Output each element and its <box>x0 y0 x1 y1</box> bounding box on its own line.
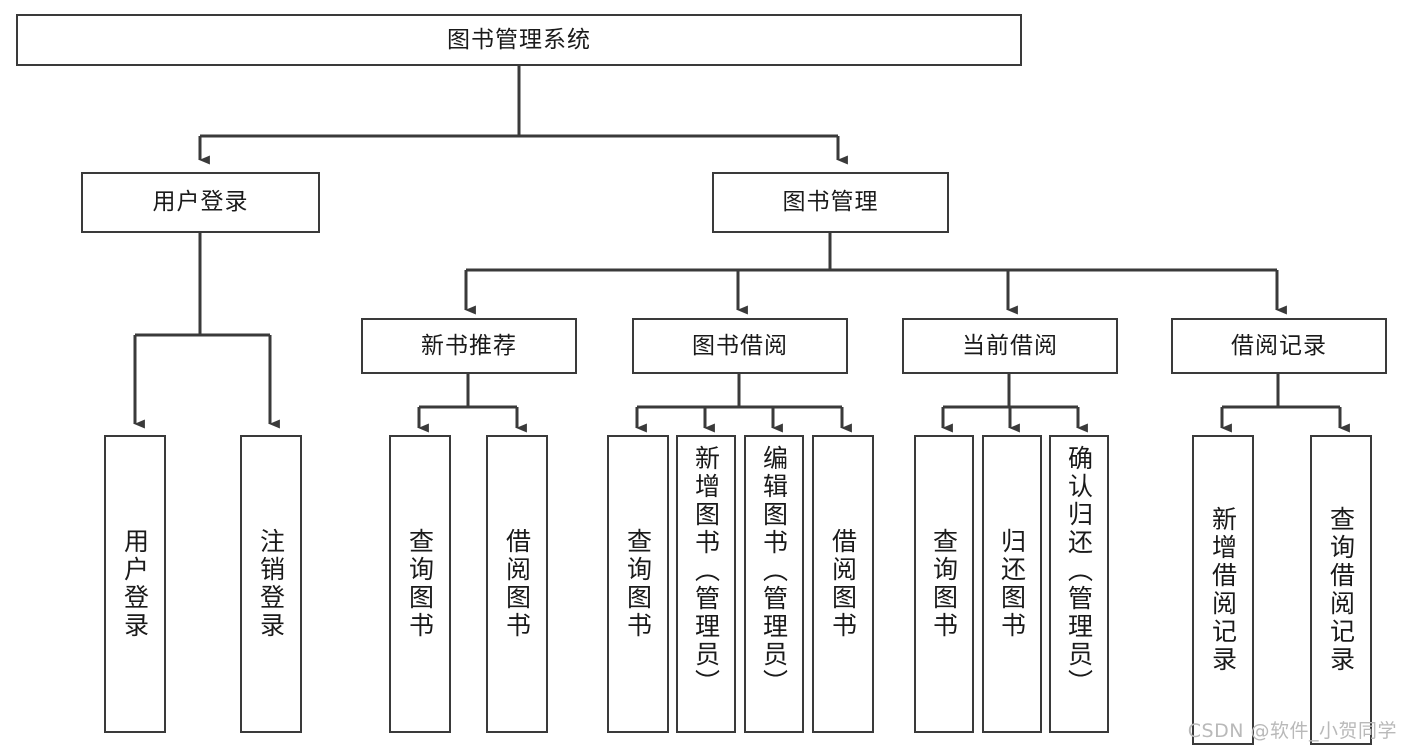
leaf-query-book-1-label: 查询图书 <box>405 528 435 640</box>
leaf-confirm-return-label: 确认归还（管理员） <box>1064 445 1094 697</box>
node-book-borrow-label: 图书借阅 <box>692 332 788 359</box>
node-current-borrow-label: 当前借阅 <box>962 332 1058 359</box>
node-user-login-label: 用户登录 <box>152 189 249 216</box>
leaf-query-book-2[interactable]: 查询图书 <box>607 435 669 733</box>
leaf-add-record[interactable]: 新增借阅记录 <box>1192 435 1254 745</box>
node-root[interactable]: 图书管理系统 <box>16 14 1022 66</box>
node-new-book-recommend-label: 新书推荐 <box>421 332 517 359</box>
leaf-edit-book-label: 编辑图书（管理员） <box>759 445 789 697</box>
leaf-user-logout[interactable]: 注销登录 <box>240 435 302 733</box>
leaf-query-book-3-label: 查询图书 <box>929 528 959 640</box>
node-root-label: 图书管理系统 <box>447 26 591 53</box>
node-borrow-record-label: 借阅记录 <box>1231 332 1327 359</box>
node-current-borrow[interactable]: 当前借阅 <box>902 318 1118 374</box>
leaf-query-book-2-label: 查询图书 <box>623 528 653 640</box>
node-borrow-record[interactable]: 借阅记录 <box>1171 318 1387 374</box>
leaf-borrow-book-1-label: 借阅图书 <box>502 528 532 640</box>
leaf-user-login[interactable]: 用户登录 <box>104 435 166 733</box>
node-book-manage[interactable]: 图书管理 <box>712 172 949 233</box>
node-book-manage-label: 图书管理 <box>782 189 879 216</box>
node-book-borrow[interactable]: 图书借阅 <box>632 318 848 374</box>
leaf-return-book-label: 归还图书 <box>997 528 1027 640</box>
node-new-book-recommend[interactable]: 新书推荐 <box>361 318 577 374</box>
leaf-add-book-label: 新增图书（管理员） <box>691 445 721 697</box>
leaf-borrow-book-2[interactable]: 借阅图书 <box>812 435 874 733</box>
leaf-query-record-label: 查询借阅记录 <box>1326 506 1356 674</box>
leaf-edit-book[interactable]: 编辑图书（管理员） <box>744 435 804 733</box>
leaf-add-record-label: 新增借阅记录 <box>1208 506 1238 674</box>
csdn-watermark: CSDN @软件_小贺同学 <box>1187 720 1397 742</box>
node-user-login[interactable]: 用户登录 <box>81 172 320 233</box>
leaf-return-book[interactable]: 归还图书 <box>982 435 1042 733</box>
leaf-query-book-3[interactable]: 查询图书 <box>914 435 974 733</box>
leaf-query-record[interactable]: 查询借阅记录 <box>1310 435 1372 745</box>
leaf-user-login-label: 用户登录 <box>120 528 150 640</box>
leaf-borrow-book-2-label: 借阅图书 <box>828 528 858 640</box>
leaf-confirm-return[interactable]: 确认归还（管理员） <box>1049 435 1109 733</box>
leaf-user-logout-label: 注销登录 <box>256 528 286 640</box>
leaf-borrow-book-1[interactable]: 借阅图书 <box>486 435 548 733</box>
leaf-add-book[interactable]: 新增图书（管理员） <box>676 435 736 733</box>
leaf-query-book-1[interactable]: 查询图书 <box>389 435 451 733</box>
